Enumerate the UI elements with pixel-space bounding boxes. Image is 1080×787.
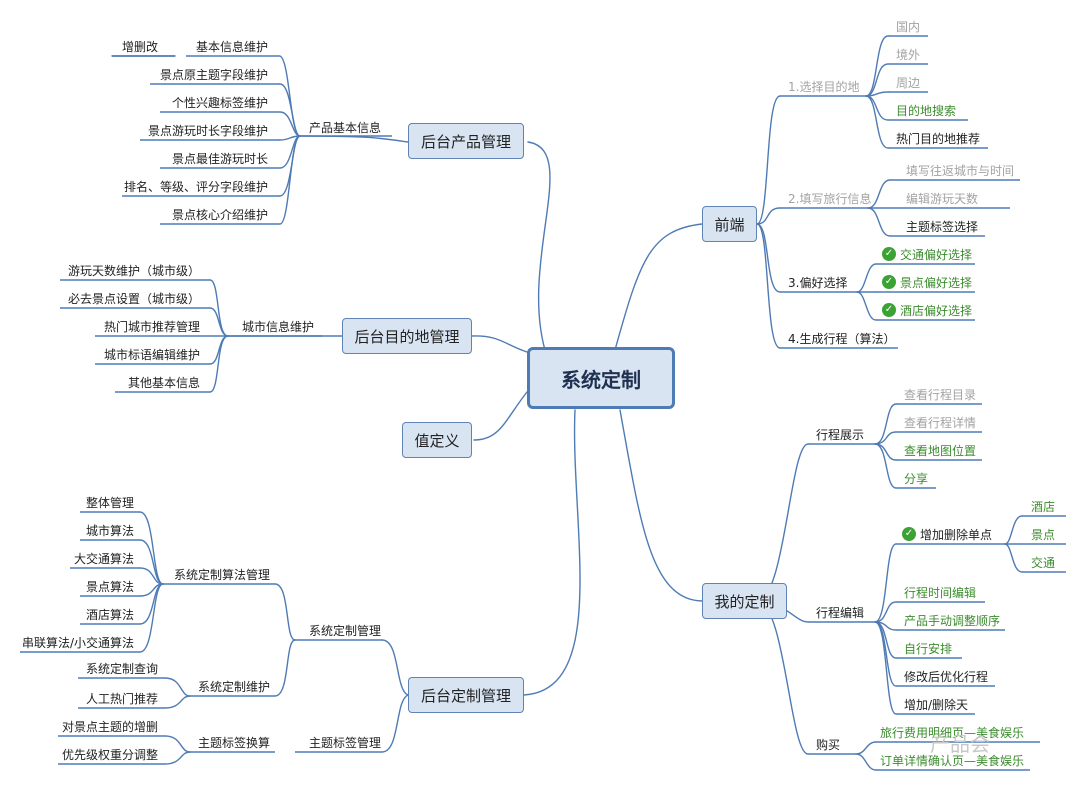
label-product-item: 景点最佳游玩时长 xyxy=(171,152,268,166)
label-step3-item: 交通偏好选择 xyxy=(900,248,973,262)
label-point-type: 酒店 xyxy=(1031,500,1056,514)
label-destination-item: 城市标语编辑维护 xyxy=(103,348,200,362)
label-step1-item: 境外 xyxy=(896,48,921,62)
label-product-basic-info: 产品基本信息 xyxy=(309,121,382,135)
label-itinerary-edit: 行程编辑 xyxy=(816,606,865,620)
label-show-item: 查看行程目录 xyxy=(904,388,977,402)
label-algorithm-mgmt: 系统定制算法管理 xyxy=(174,568,271,582)
check-icon: ✓ xyxy=(882,303,896,317)
label-point-type: 景点 xyxy=(1031,528,1056,542)
label-product-item: 景点原主题字段维护 xyxy=(159,68,268,82)
label-step-4: 4.生成行程（算法） xyxy=(788,332,896,346)
check-icon: ✓ xyxy=(882,275,896,289)
label-buy-item: 订单详情确认页—美食娱乐 xyxy=(880,754,1025,768)
label-product-item: 景点游玩时长字段维护 xyxy=(147,124,268,138)
label-edit-item: 增加/删除天 xyxy=(904,698,969,712)
label-step1-item: 国内 xyxy=(896,20,921,34)
label-tag-item: 对景点主题的增删 xyxy=(61,720,158,734)
label-maint-item: 人工热门推荐 xyxy=(85,692,158,706)
node-backend-custom[interactable]: 后台定制管理 xyxy=(408,677,524,713)
label-step3-item: 酒店偏好选择 xyxy=(900,304,973,318)
label-destination-item: 必去景点设置（城市级） xyxy=(67,292,200,306)
label-maint-item: 系统定制查询 xyxy=(85,662,158,676)
label-step3-item: 景点偏好选择 xyxy=(900,276,973,290)
watermark: 产品会 xyxy=(930,732,990,756)
label-step1-item: 热门目的地推荐 xyxy=(896,132,981,146)
label-basic-info-maintenance: 基本信息维护 xyxy=(196,40,269,54)
label-buy-item: 旅行费用明细页—美食娱乐 xyxy=(880,726,1025,740)
label-step2-item: 编辑游玩天数 xyxy=(906,192,979,206)
label-algo-item: 景点算法 xyxy=(85,580,134,594)
check-icon: ✓ xyxy=(882,247,896,261)
label-product-item: 景点核心介绍维护 xyxy=(171,208,268,222)
label-algo-item: 酒店算法 xyxy=(85,608,134,622)
central-node[interactable]: 系统定制 xyxy=(527,347,675,409)
label-algo-item: 串联算法/小交通算法 xyxy=(21,636,134,650)
node-backend-product[interactable]: 后台产品管理 xyxy=(408,123,524,159)
node-value-definition[interactable]: 值定义 xyxy=(402,422,472,458)
label-add-remove-point: 增加删除单点 xyxy=(920,528,993,542)
label-itinerary-display: 行程展示 xyxy=(816,428,865,442)
node-frontend[interactable]: 前端 xyxy=(702,206,757,242)
label-step-1: 1.选择目的地 xyxy=(788,80,860,94)
label-algo-item: 整体管理 xyxy=(85,496,134,510)
label-edit-item: 修改后优化行程 xyxy=(904,670,989,684)
label-product-item: 排名、等级、评分字段维护 xyxy=(123,180,268,194)
label-step1-item: 目的地搜索 xyxy=(896,104,957,118)
label-product-item: 个性兴趣标签维护 xyxy=(171,96,268,110)
label-step1-item: 周边 xyxy=(896,76,921,90)
label-theme-tag-calc: 主题标签换算 xyxy=(198,736,271,750)
label-system-custom-maintenance: 系统定制维护 xyxy=(198,680,271,694)
label-step2-item: 填写往返城市与时间 xyxy=(906,164,1015,178)
label-algo-item: 城市算法 xyxy=(85,524,134,538)
label-crud: 增删改 xyxy=(122,40,159,54)
label-point-type: 交通 xyxy=(1031,556,1056,570)
label-destination-item: 热门城市推荐管理 xyxy=(103,320,200,334)
label-theme-tag-mgmt: 主题标签管理 xyxy=(309,736,382,750)
label-show-item: 查看行程详情 xyxy=(904,416,977,430)
label-destination-item: 游玩天数维护（城市级） xyxy=(67,264,200,278)
label-algo-item: 大交通算法 xyxy=(73,552,134,566)
check-icon: ✓ xyxy=(902,527,916,541)
label-step2-item: 主题标签选择 xyxy=(906,220,979,234)
label-edit-item: 自行安排 xyxy=(904,642,953,656)
label-edit-item: 行程时间编辑 xyxy=(904,586,977,600)
label-destination-item: 其他基本信息 xyxy=(127,376,200,390)
label-city-info-maintenance: 城市信息维护 xyxy=(242,320,315,334)
label-step-3: 3.偏好选择 xyxy=(788,276,848,290)
label-system-custom-mgmt: 系统定制管理 xyxy=(309,624,382,638)
label-tag-item: 优先级权重分调整 xyxy=(61,748,158,762)
label-purchase: 购买 xyxy=(816,738,841,752)
label-step-2: 2.填写旅行信息 xyxy=(788,192,872,206)
node-backend-destination[interactable]: 后台目的地管理 xyxy=(342,318,472,354)
label-edit-item: 产品手动调整顺序 xyxy=(904,614,1001,628)
label-show-item: 分享 xyxy=(904,472,929,486)
label-show-item: 查看地图位置 xyxy=(904,444,977,458)
node-my-custom[interactable]: 我的定制 xyxy=(702,583,787,619)
